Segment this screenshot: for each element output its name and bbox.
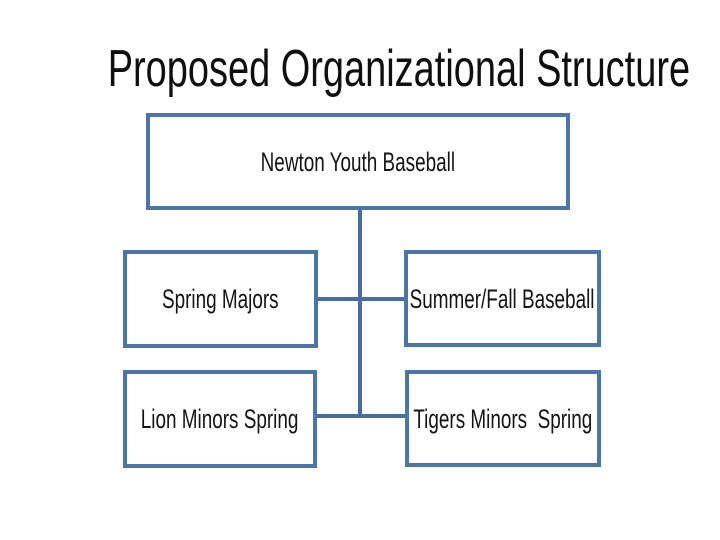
org-node-label: Summer/Fall Baseball — [410, 283, 595, 314]
org-node-summer-fall-baseball: Summer/Fall Baseball — [404, 250, 601, 347]
org-node-label: Lion Minors Spring — [141, 404, 299, 434]
connector-trunk-vertical — [358, 210, 362, 418]
slide-title-text: Proposed Organizational Structure — [107, 40, 691, 98]
slide-title: Proposed Organizational Structure — [0, 43, 720, 101]
org-node-tigers-minors-spring: Tigers Minors Spring — [405, 370, 601, 467]
org-node-spring-majors: Spring Majors — [123, 250, 318, 348]
org-node-label: Tigers Minors Spring — [413, 403, 593, 434]
org-node-label: Newton Youth Baseball — [260, 146, 456, 177]
org-node-lion-minors-spring: Lion Minors Spring — [123, 370, 317, 468]
connector-row2-horizontal — [317, 414, 405, 418]
org-node-newton-youth-baseball: Newton Youth Baseball — [146, 113, 570, 210]
connector-row1-horizontal — [318, 297, 404, 301]
org-node-label: Spring Majors — [162, 284, 279, 314]
